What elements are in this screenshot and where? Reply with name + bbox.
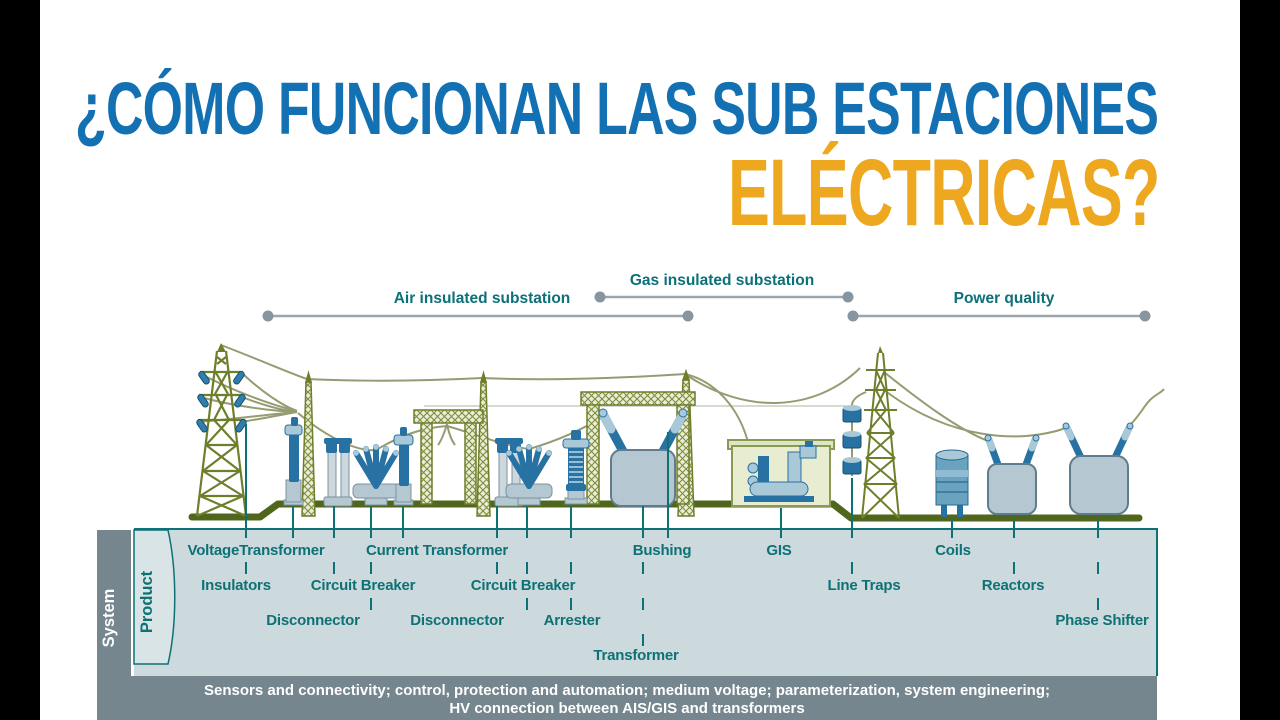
title-line-2-text: ELÉCTRICAS? <box>728 140 1160 246</box>
disconnector-1-equipment <box>352 444 400 506</box>
circuit-breaker-1-equipment <box>323 438 353 507</box>
line-traps-equipment <box>842 405 862 475</box>
reactors-label: Reactors <box>982 577 1045 594</box>
transformer-equipment <box>598 408 688 507</box>
line-traps-label: Line Traps <box>827 577 900 594</box>
panel-border <box>134 528 1158 676</box>
product-panel: System Product <box>97 528 1158 720</box>
label-panel-background <box>134 529 1157 676</box>
circuit-breaker-2-label: Circuit Breaker <box>471 577 576 594</box>
footer-line-1: Sensors and connectivity; control, prote… <box>204 682 1050 699</box>
disconnector-2-equipment <box>505 444 553 506</box>
title-line-1-text: ¿CÓMO FUNCIONAN LAS SUB ESTACIONES <box>75 67 1159 150</box>
coils-equipment <box>935 449 969 517</box>
bushing-label: Bushing <box>633 542 692 559</box>
gis-label: GIS <box>766 542 791 559</box>
left-pillarbox-bar <box>0 0 40 720</box>
arrester-equipment <box>562 430 590 505</box>
disconnector-1-label: Disconnector <box>266 612 360 629</box>
current-transformer-equipment <box>393 427 414 506</box>
reactors-equipment <box>984 434 1040 515</box>
transmission-tower <box>195 343 248 518</box>
phase-shifter-label: Phase Shifter <box>1055 612 1149 629</box>
power-quality-header: Power quality <box>954 290 1055 307</box>
insulators-label: Insulators <box>201 577 271 594</box>
title-line-2: ELÉCTRICAS? <box>728 146 1280 241</box>
gis-building <box>727 439 835 507</box>
footer-line-2: HV connection between AIS/GIS and transf… <box>449 700 804 717</box>
footer-band <box>97 676 1157 720</box>
section-headers: Air insulated substation Gas insulated s… <box>262 272 1151 322</box>
label-connector-lines <box>245 424 1099 646</box>
current-transformer-label: Current Transformer <box>366 542 508 559</box>
gas-insulated-substation-header: Gas insulated substation <box>630 272 814 289</box>
voltage-transformer-label: VoltageTransformer <box>188 542 325 559</box>
footer-text: Sensors and connectivity; control, prote… <box>204 682 1050 717</box>
air-insulated-substation-header: Air insulated substation <box>394 290 571 307</box>
voltage-transformer-equipment <box>283 417 304 506</box>
product-brace-box <box>133 529 176 665</box>
disconnector-2-label: Disconnector <box>410 612 504 629</box>
right-pillarbox-bar <box>1240 0 1280 720</box>
phase-shifter-equipment <box>1062 422 1134 515</box>
arrester-label: Arrester <box>544 612 601 629</box>
transformer-label: Transformer <box>593 647 679 664</box>
product-axis-label: Product <box>138 570 156 633</box>
circuit-breaker-1-label: Circuit Breaker <box>311 577 416 594</box>
coils-label: Coils <box>935 542 971 559</box>
title-line-1: ¿CÓMO FUNCIONAN LAS SUB ESTACIONES <box>75 72 1280 146</box>
system-axis-label: System <box>100 589 118 648</box>
gis-switchgear <box>744 441 817 502</box>
section-endpoint-dots <box>262 291 1151 322</box>
transmission-tower-2 <box>861 346 900 519</box>
insulator-strings <box>196 370 247 433</box>
product-labels: VoltageTransformer Current Transformer B… <box>188 542 1150 664</box>
